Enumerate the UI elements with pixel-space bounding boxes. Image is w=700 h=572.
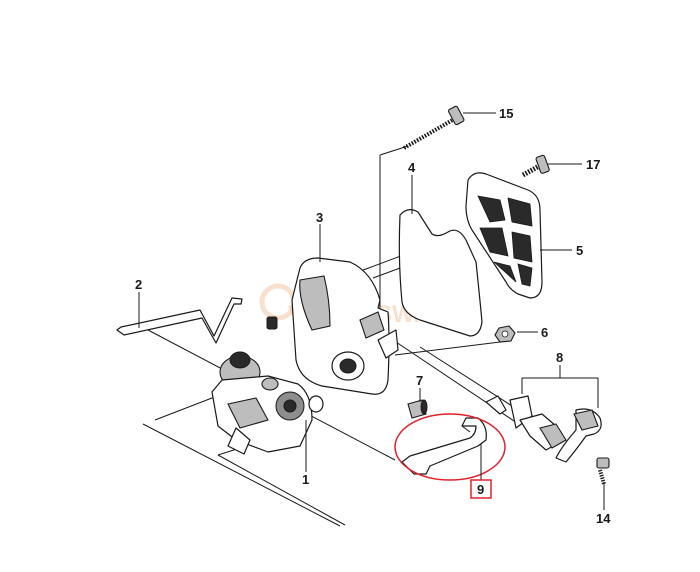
nut-part bbox=[494, 325, 516, 343]
sleeve-part bbox=[407, 399, 428, 419]
callout-5: 5 bbox=[576, 243, 583, 258]
callout-2: 2 bbox=[135, 277, 142, 292]
throttle-bracket-part bbox=[485, 395, 602, 463]
housing-part bbox=[266, 257, 399, 395]
carburetor-part bbox=[211, 351, 324, 455]
lever-part bbox=[401, 417, 487, 475]
leader-lines bbox=[138, 112, 605, 510]
callout-1: 1 bbox=[302, 472, 309, 487]
screw-14-part bbox=[596, 457, 610, 485]
screw-15-part bbox=[403, 105, 465, 150]
callout-labels: 15 17 4 5 3 2 6 7 8 1 14 9 bbox=[135, 106, 611, 526]
highlight-ellipse bbox=[394, 413, 506, 481]
callout-3: 3 bbox=[316, 210, 323, 225]
callout-4: 4 bbox=[408, 160, 416, 175]
screw-17-part bbox=[521, 154, 550, 178]
callout-15: 15 bbox=[499, 106, 513, 121]
callout-8: 8 bbox=[556, 350, 563, 365]
callout-7: 7 bbox=[416, 373, 423, 388]
callout-14: 14 bbox=[596, 511, 611, 526]
callout-9-box bbox=[470, 479, 492, 499]
filter-gasket-part bbox=[398, 209, 483, 337]
air-filter-part bbox=[465, 172, 543, 299]
choke-rod-part bbox=[116, 297, 243, 344]
callout-9: 9 bbox=[477, 482, 484, 497]
callout-6: 6 bbox=[541, 325, 548, 340]
callout-17: 17 bbox=[586, 157, 600, 172]
